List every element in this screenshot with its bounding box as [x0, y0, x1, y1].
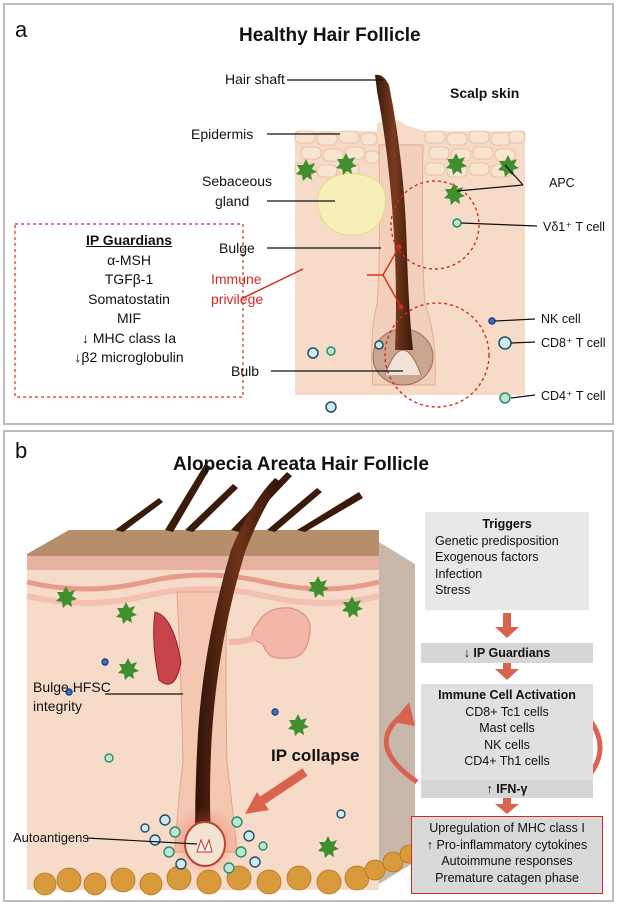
label-bulge-hfsc: Bulge HFSC	[33, 679, 111, 695]
ip-guardian-item: ↓β2 microglobulin	[17, 348, 241, 368]
label-apc: APC	[549, 175, 575, 191]
panel-a-title: Healthy Hair Follicle	[239, 25, 421, 47]
label-ip-collapse: IP collapse	[271, 748, 360, 764]
ip-guardians-list: IP Guardians α-MSH TGFβ-1 Somatostatin M…	[17, 231, 241, 368]
triggers-box: Triggers Genetic predisposition Exogenou…	[425, 512, 589, 610]
panel-b-title: Alopecia Areata Hair Follicle	[173, 454, 429, 476]
label-sebaceous: Sebaceous	[202, 173, 272, 189]
label-cd8-t-cell: CD8⁺ T cell	[541, 335, 606, 351]
outcomes-box: Upregulation of MHC class I ↑ Pro-inflam…	[411, 816, 603, 894]
ifn-gamma-box: ↑ IFN-γ	[421, 780, 593, 798]
skin-surface-edge	[27, 556, 379, 570]
activation-item: CD8+ Tc1 cells	[421, 704, 593, 721]
ip-guardian-item: α-MSH	[17, 251, 241, 271]
label-scalp-skin: Scalp skin	[450, 85, 519, 101]
triggers-heading: Triggers	[435, 516, 589, 533]
outcome-item: Upregulation of MHC class I	[412, 820, 602, 837]
ip-guardian-item: ↓ MHC class Ia	[17, 329, 241, 349]
label-nk-cell: NK cell	[541, 311, 581, 327]
trigger-item: Infection	[435, 566, 589, 583]
label-epidermis: Epidermis	[191, 126, 253, 142]
label-autoantigens: Autoantigens	[13, 830, 89, 846]
panel-letter-a: a	[15, 17, 27, 43]
trigger-item: Exogenous factors	[435, 549, 589, 566]
sebaceous-gland	[317, 173, 385, 235]
label-vd1-t-cell: Vδ1⁺ T cell	[543, 219, 605, 235]
activation-item: NK cells	[421, 737, 593, 754]
ip-guardians-down-box: ↓ IP Guardians	[421, 643, 593, 663]
label-integrity: integrity	[33, 698, 82, 714]
outcome-item: Autoimmune responses	[412, 853, 602, 870]
activation-item: Mast cells	[421, 720, 593, 737]
ip-guardians-heading: IP Guardians	[17, 231, 241, 251]
panel-healthy-follicle: a Healthy Hair Follicle Hair shaft Scalp…	[3, 3, 614, 425]
panel-alopecia-follicle: b Alopecia Areata Hair Follicle Bulge HF…	[3, 430, 614, 902]
immune-activation-box: Immune Cell Activation CD8+ Tc1 cells Ma…	[421, 684, 593, 784]
ip-guardian-item: TGFβ-1	[17, 270, 241, 290]
activation-heading: Immune Cell Activation	[421, 687, 593, 704]
activation-item: CD4+ Th1 cells	[421, 753, 593, 770]
label-cd4-t-cell: CD4⁺ T cell	[541, 388, 606, 404]
outcome-item: Premature catagen phase	[412, 870, 602, 887]
trigger-item: Genetic predisposition	[435, 533, 589, 550]
label-hair-shaft: Hair shaft	[225, 71, 285, 87]
label-gland: gland	[215, 193, 249, 209]
ip-guardian-item: Somatostatin	[17, 290, 241, 310]
ip-guardian-item: MIF	[17, 309, 241, 329]
panel-letter-b: b	[15, 438, 27, 464]
outcome-item: ↑ Pro-inflammatory cytokines	[412, 837, 602, 854]
skin-surface	[27, 530, 379, 556]
trigger-item: Stress	[435, 582, 589, 599]
